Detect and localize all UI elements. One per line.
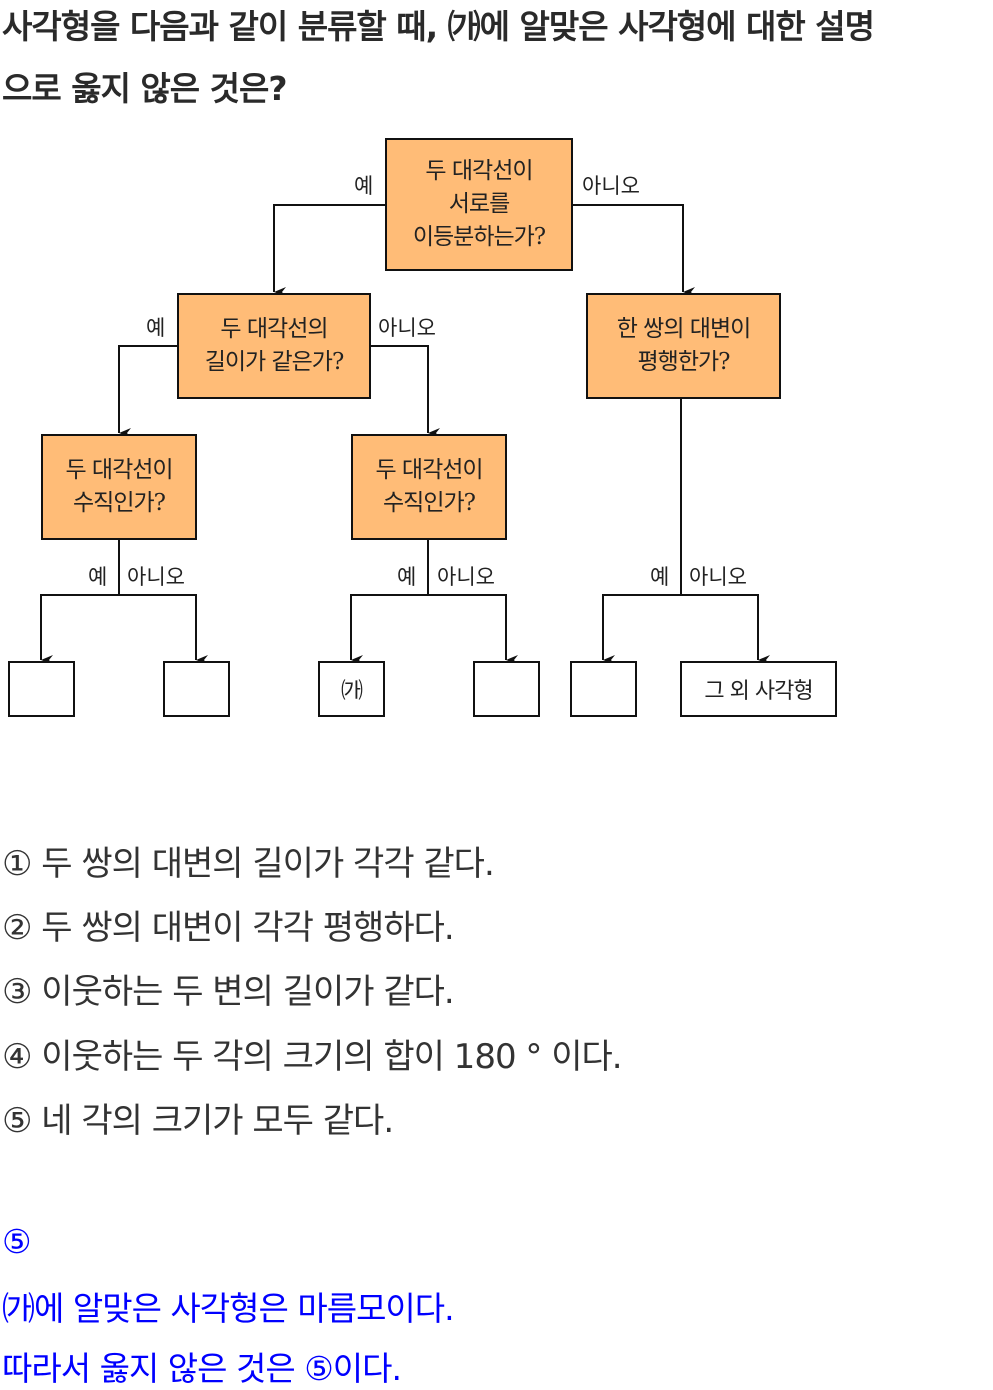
connector-perp-left-split xyxy=(40,594,197,660)
flowchart-connectors xyxy=(40,204,770,665)
label-yes: 예 xyxy=(88,565,108,589)
label-yes: 예 xyxy=(397,565,417,589)
option-2: ② 두 쌍의 대변이 각각 평행하다. xyxy=(2,908,455,948)
connector-parallel-split xyxy=(602,594,759,660)
question-line-2: 으로 옳지 않은 것은? xyxy=(2,69,287,108)
label-no: 아니오 xyxy=(437,565,495,589)
decision-perpendicular-mid: 두 대각선이 수직인가? xyxy=(351,434,507,540)
option-3: ③ 이웃하는 두 변의 길이가 같다. xyxy=(2,972,455,1012)
decision-bisect: 두 대각선이 서로를 이등분하는가? xyxy=(385,138,573,271)
leaf-box-2 xyxy=(163,661,230,717)
label-no: 아니오 xyxy=(689,565,747,589)
option-1: ① 두 쌍의 대변의 길이가 각각 같다. xyxy=(2,844,495,884)
label-no: 아니오 xyxy=(127,565,185,589)
answer-explanation-2: 따라서 옳지 않은 것은 ⑤이다. xyxy=(2,1349,402,1388)
connector-root-no xyxy=(573,204,695,297)
connector-root-yes xyxy=(273,204,385,297)
answer-explanation-1: ㈎에 알맞은 사각형은 마름모이다. xyxy=(2,1289,455,1328)
label-yes: 예 xyxy=(354,174,374,198)
question-line-1: 사각형을 다음과 같이 분류할 때, ㈎에 알맞은 사각형에 대한 설명 xyxy=(2,7,875,46)
leaf-box-5 xyxy=(570,661,637,717)
label-yes: 예 xyxy=(650,565,670,589)
decision-perpendicular-left: 두 대각선이 수직인가? xyxy=(41,434,197,540)
option-5: ⑤ 네 각의 크기가 모두 같다. xyxy=(2,1101,394,1141)
label-no: 아니오 xyxy=(582,174,640,198)
connector-equal-yes xyxy=(118,345,177,438)
decision-parallel-sides: 한 쌍의 대변이 평행한가? xyxy=(586,293,781,399)
decision-equal-diagonals: 두 대각선의 길이가 같은가? xyxy=(177,293,371,399)
label-no: 아니오 xyxy=(378,316,436,340)
leaf-box-other: 그 외 사각형 xyxy=(680,661,837,717)
leaf-box-4 xyxy=(473,661,540,717)
label-yes: 예 xyxy=(146,316,166,340)
connector-equal-no xyxy=(370,345,440,438)
leaf-box-1 xyxy=(8,661,75,717)
answer-choice: ⑤ xyxy=(2,1222,32,1261)
connector-perp-mid-split xyxy=(350,594,507,660)
option-4: ④ 이웃하는 두 각의 크기의 합이 180 ° 이다. xyxy=(2,1037,623,1077)
leaf-box-ga: ㈎ xyxy=(318,661,385,717)
